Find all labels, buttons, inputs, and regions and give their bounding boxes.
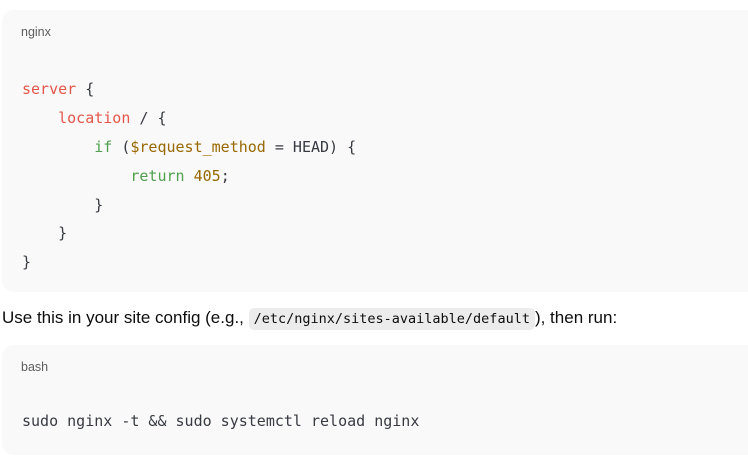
code-content[interactable]: sudo nginx -t && sudo systemctl reload n…: [22, 410, 419, 439]
code-line: if ($request_method = HEAD) {: [22, 133, 356, 162]
code-token: }: [22, 195, 104, 214]
code-line: return 405;: [22, 162, 356, 191]
inline-code-path: /etc/nginx/sites-available/default: [248, 308, 535, 330]
bash-code-block: bash sudo nginx -t && sudo systemctl rel…: [2, 345, 748, 455]
code-token: return: [130, 166, 185, 185]
code-token: if: [94, 137, 113, 156]
code-line: location / {: [22, 104, 356, 133]
code-line: sudo nginx -t && sudo systemctl reload n…: [22, 410, 419, 439]
code-token: ;: [220, 166, 230, 185]
code-language-label: nginx: [21, 25, 51, 39]
code-token: {: [76, 80, 95, 98]
code-token: (: [112, 137, 131, 156]
code-line: }: [22, 219, 356, 248]
code-token: 405: [193, 166, 221, 185]
code-token: [22, 138, 94, 156]
code-token: location: [58, 108, 131, 127]
code-line: }: [22, 191, 356, 220]
code-line: }: [22, 248, 356, 277]
code-token: [22, 109, 58, 127]
code-token: server: [22, 80, 77, 98]
code-token: }: [22, 253, 32, 272]
code-token: / {: [130, 108, 167, 127]
code-token: [22, 167, 130, 185]
code-token: }: [22, 224, 68, 243]
code-language-label: bash: [21, 360, 49, 374]
code-content[interactable]: server { location / { if ($request_metho…: [22, 75, 356, 277]
code-token: [185, 167, 194, 185]
code-line: server {: [22, 75, 356, 104]
code-token: $request_method: [130, 137, 266, 156]
paragraph-text: ), then run:: [534, 308, 618, 327]
instruction-paragraph: Use this in your site config (e.g., /etc…: [2, 308, 618, 330]
paragraph-text: Use this in your site config (e.g.,: [2, 308, 249, 327]
nginx-code-block: nginx server { location / { if ($request…: [2, 10, 748, 292]
code-token: = HEAD) {: [265, 137, 357, 156]
code-token: sudo nginx -t && sudo systemctl reload n…: [22, 412, 420, 430]
